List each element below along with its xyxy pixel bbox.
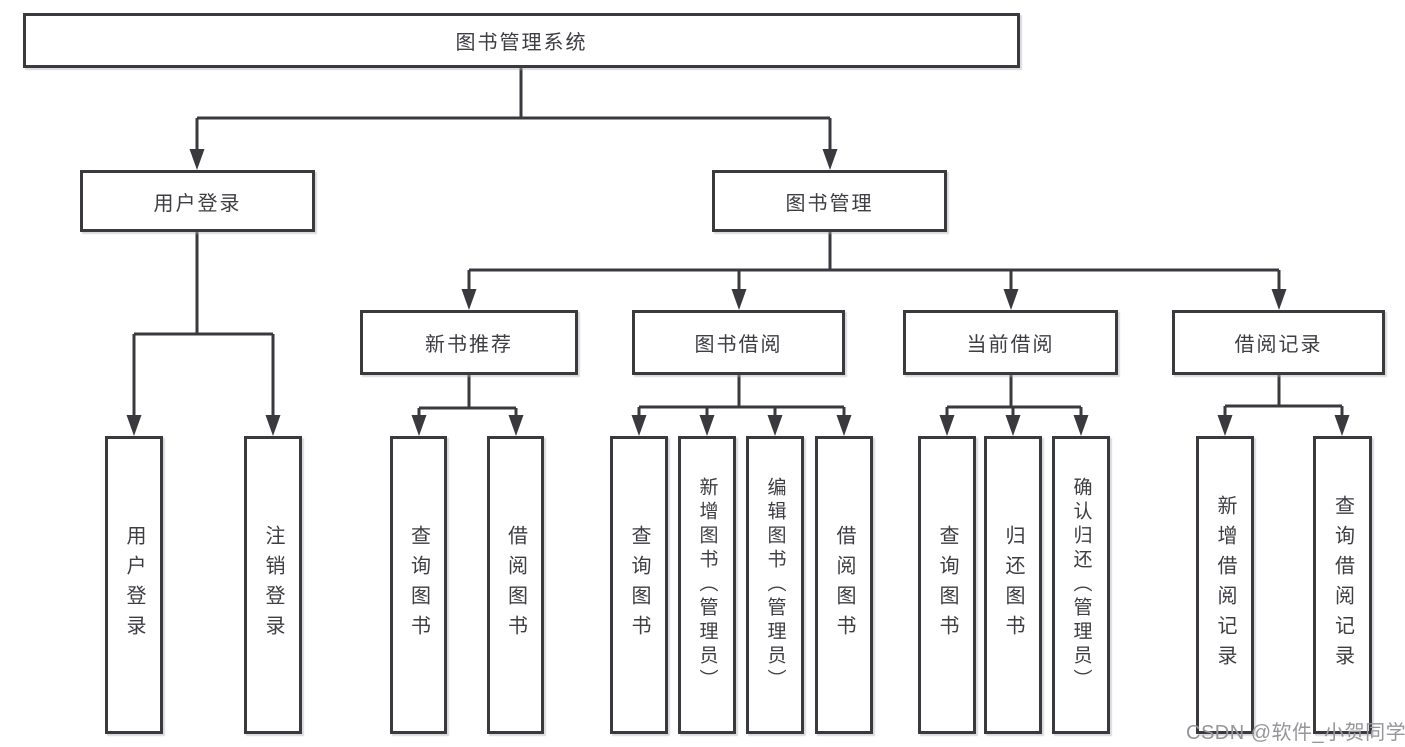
node-leaf-add-book-admin: 新增图书（管理员） (678, 436, 736, 734)
node-leaf-logout: 注销登录 (244, 436, 302, 734)
arrowhead-icon (1005, 415, 1021, 436)
node-book-borrow: 图书借阅 (632, 310, 845, 375)
arrowhead-icon (699, 415, 715, 436)
node-leaf-borrow-books-rec: 借阅图书 (487, 436, 544, 734)
arrowhead-icon (411, 415, 427, 436)
arrowhead-icon (631, 415, 647, 436)
node-book-mgmt-group: 图书管理 (712, 170, 947, 232)
node-leaf-confirm-return: 确认归还（管理员） (1052, 436, 1110, 734)
arrowhead-icon (189, 149, 205, 170)
arrowhead-icon (1334, 415, 1350, 436)
arrowhead-icon (1271, 289, 1287, 310)
arrowhead-icon (822, 149, 838, 170)
arrowhead-icon (508, 415, 524, 436)
node-leaf-edit-book-admin: 编辑图书（管理员） (746, 436, 804, 734)
node-leaf-query-borrow-rec: 查询借阅记录 (1313, 436, 1372, 734)
node-current-borrow: 当前借阅 (903, 310, 1118, 375)
arrowhead-icon (836, 415, 852, 436)
node-root: 图书管理系统 (23, 13, 1020, 68)
node-leaf-query-books-cur: 查询图书 (918, 436, 976, 734)
node-leaf-user-login: 用户登录 (105, 436, 163, 734)
node-leaf-return-book: 归还图书 (984, 436, 1042, 734)
arrowhead-icon (126, 415, 142, 436)
arrowhead-icon (767, 415, 783, 436)
arrowhead-icon (1217, 415, 1233, 436)
arrowhead-icon (1073, 415, 1089, 436)
node-borrow-records: 借阅记录 (1172, 310, 1385, 375)
arrowhead-icon (1003, 289, 1019, 310)
node-leaf-borrow-books-bor: 借阅图书 (815, 436, 873, 734)
arrowhead-icon (939, 415, 955, 436)
arrowhead-icon (731, 289, 747, 310)
node-leaf-query-books-rec: 查询图书 (390, 436, 447, 734)
arrowhead-icon (265, 415, 281, 436)
arrowhead-icon (461, 289, 477, 310)
watermark: CSDN @软件_小贺同学 (1186, 722, 1405, 744)
node-leaf-query-books-bor: 查询图书 (610, 436, 668, 734)
node-new-book-rec: 新书推荐 (360, 310, 578, 375)
node-leaf-add-borrow-rec: 新增借阅记录 (1196, 436, 1254, 734)
node-user-login-group: 用户登录 (80, 170, 315, 232)
